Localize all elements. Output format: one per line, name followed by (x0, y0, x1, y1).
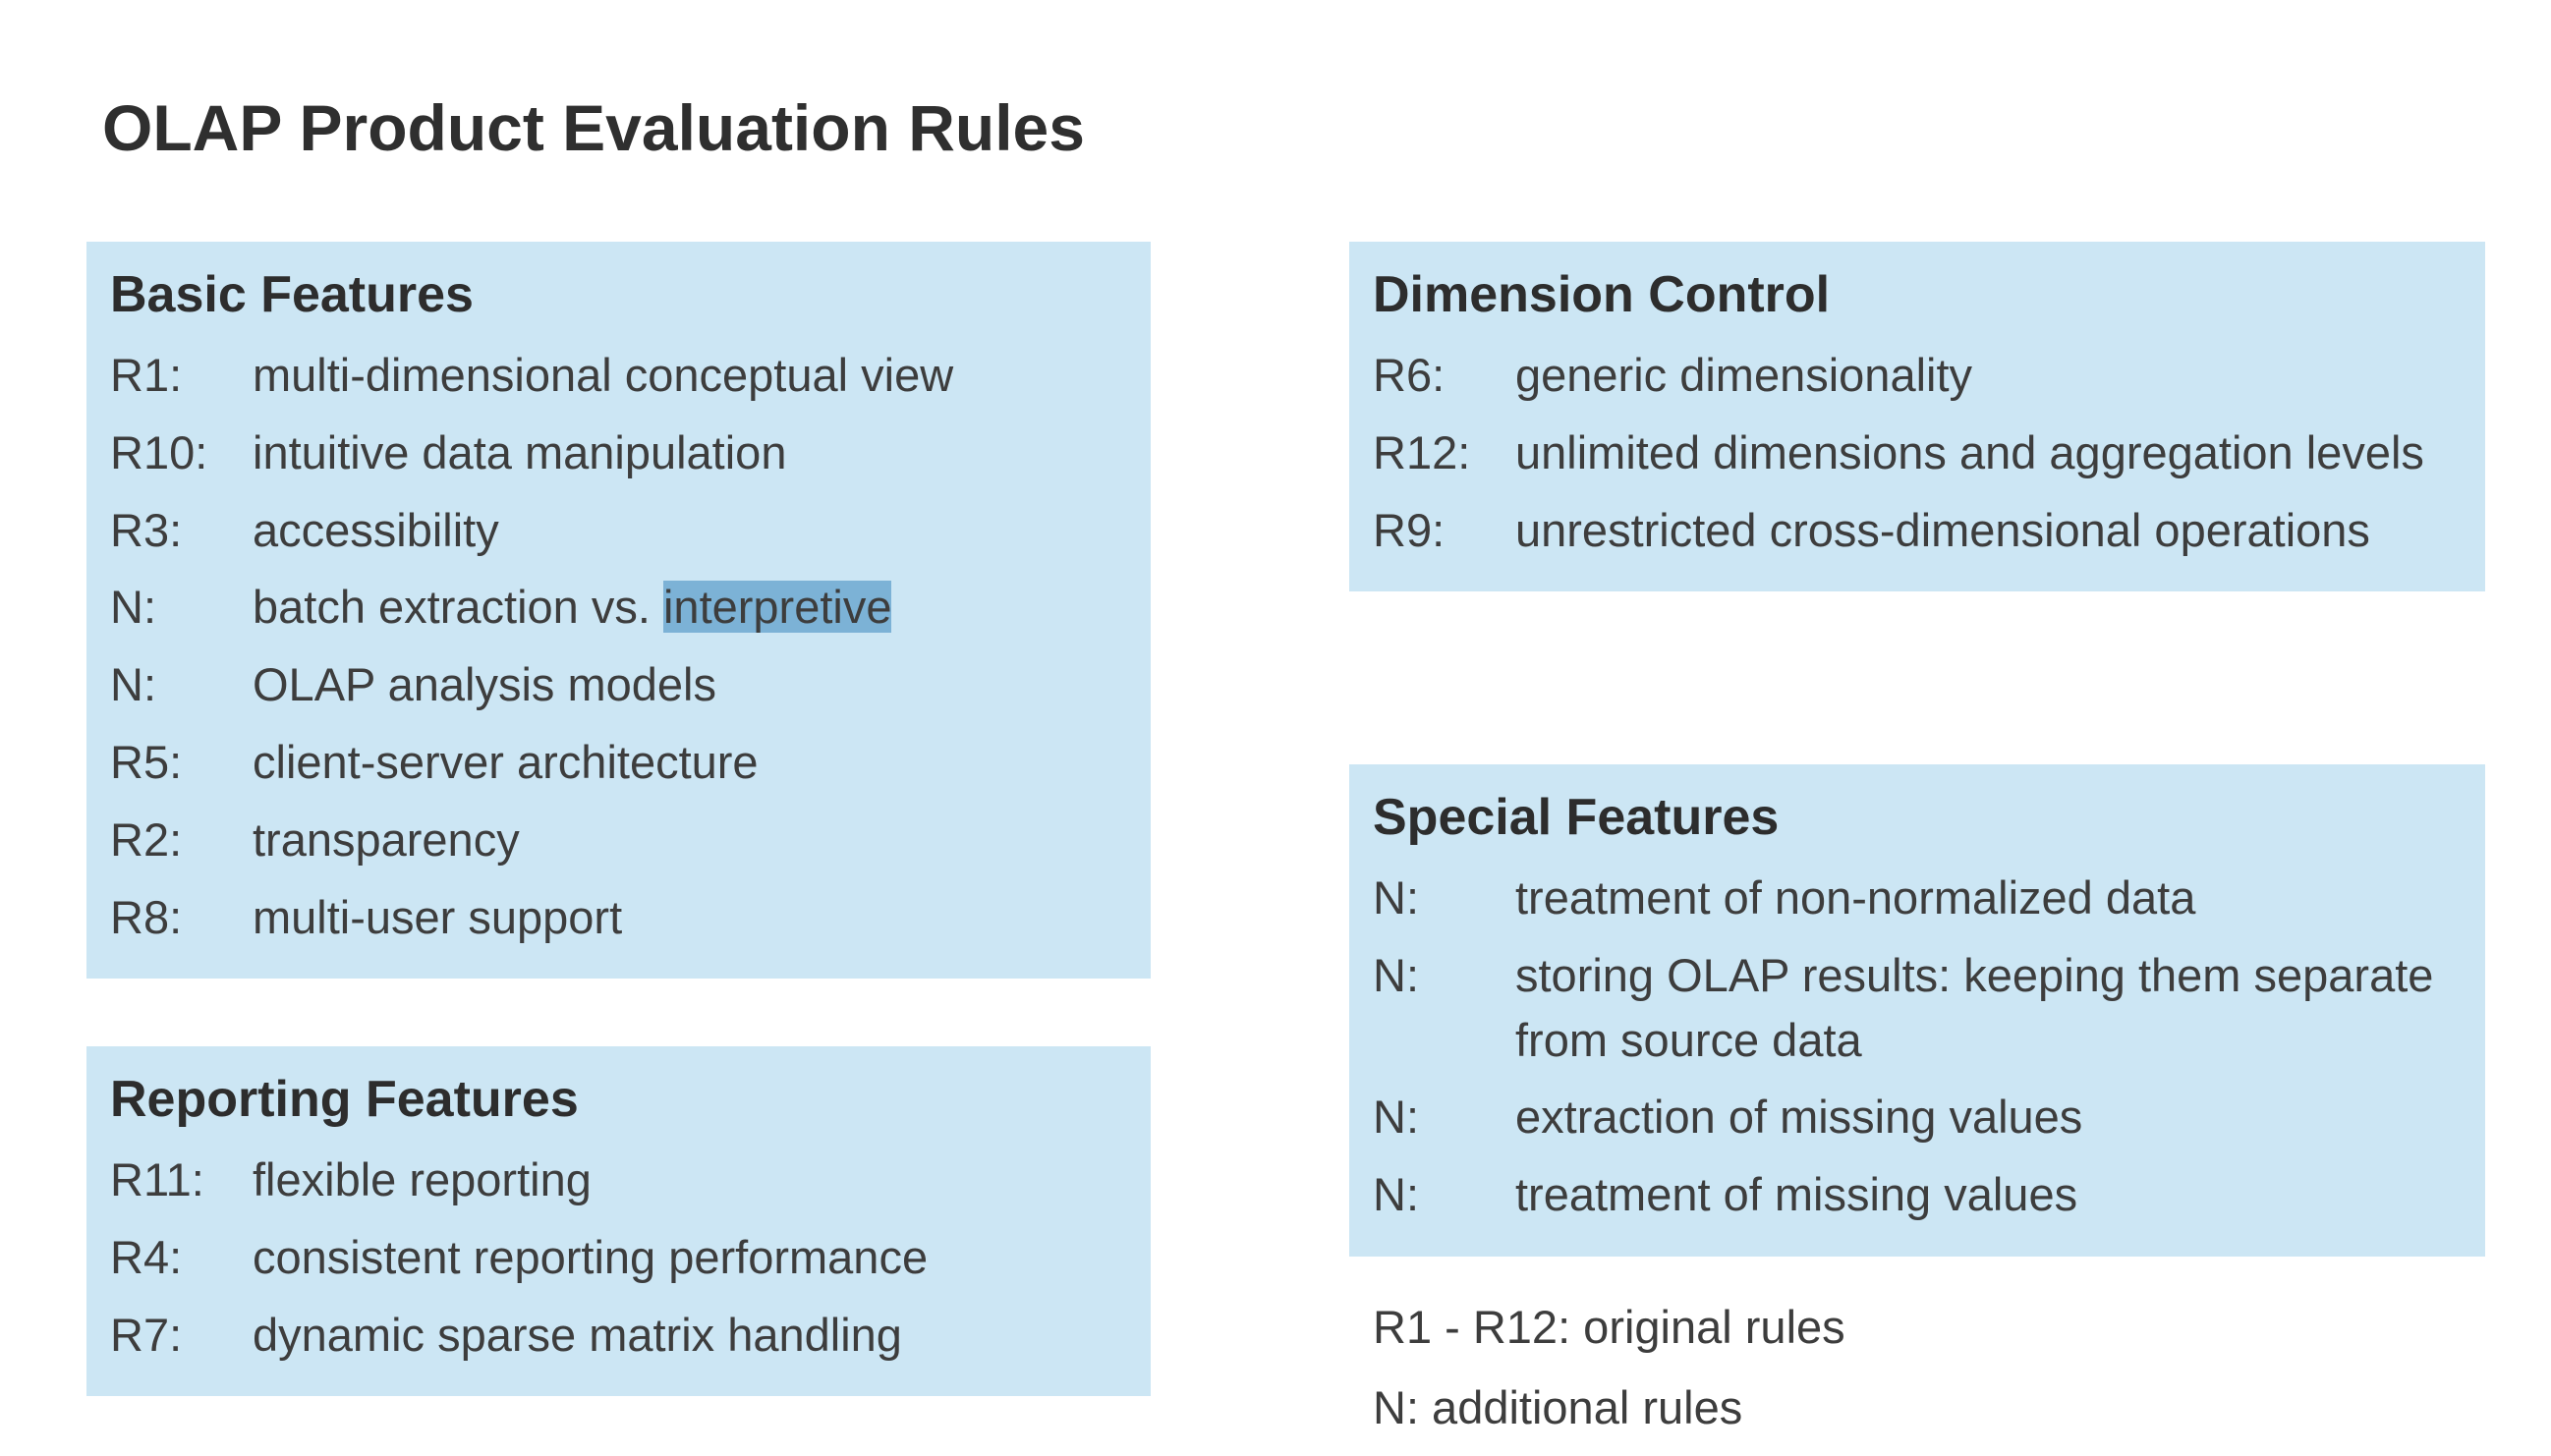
rule-row: N: batch extraction vs. interpretive (110, 575, 1127, 640)
rule-label: N: (110, 581, 156, 634)
rule-label: N: (110, 658, 156, 711)
rule-text: multi-user support (253, 890, 623, 943)
rule-row: R12: unlimited dimensions and aggregatio… (1373, 420, 2462, 485)
rule-row: N: extraction of missing values (1373, 1085, 2462, 1149)
rule-label: N: (1373, 871, 1419, 924)
rule-label: R3: (110, 503, 183, 556)
reporting-features-heading: Reporting Features (110, 1071, 579, 1128)
rule-label: R11: (110, 1153, 204, 1205)
rule-row: N: OLAP analysis models (110, 652, 1127, 717)
rule-text: client-server architecture (253, 735, 759, 788)
rule-row: R3: accessibility (110, 498, 1127, 563)
rule-row: R2: transparency (110, 808, 1127, 872)
rule-text: OLAP analysis models (253, 658, 716, 711)
rule-text: transparency (253, 812, 520, 866)
legend-additional-rules: N: additional rules (1373, 1380, 1743, 1433)
legend-original-rules: R1 - R12: original rules (1373, 1301, 1845, 1353)
rule-label: R5: (110, 735, 183, 788)
rule-text: extraction of missing values (1515, 1091, 2083, 1144)
rule-text: multi-dimensional conceptual view (253, 349, 954, 401)
rule-label: R2: (110, 812, 183, 866)
rule-row: R1: multi-dimensional conceptual view (110, 343, 1127, 408)
rule-row: N: treatment of missing values (1373, 1162, 2462, 1227)
rule-row: R7: dynamic sparse matrix handling (110, 1303, 1127, 1368)
rule-label: R6: (1373, 349, 1446, 401)
reporting-features-box: Reporting Features R11: flexible reporti… (86, 1046, 1151, 1397)
legend: R1 - R12: original rules N: additional r… (1373, 1295, 1845, 1456)
rule-text-plain: batch extraction vs. (253, 581, 663, 634)
rule-label: R9: (1373, 503, 1446, 556)
rule-label: R4: (110, 1230, 183, 1283)
rule-text: consistent reporting performance (253, 1230, 929, 1283)
basic-features-heading: Basic Features (110, 266, 474, 323)
rule-text: treatment of non-normalized data (1515, 871, 2196, 924)
rule-row: R8: multi-user support (110, 885, 1127, 950)
rule-row: N: storing OLAP results: keeping them se… (1373, 943, 2462, 1073)
rule-label: R7: (110, 1308, 183, 1361)
rule-label: N: (1373, 948, 1419, 1001)
rule-label: R12: (1373, 425, 1471, 478)
rule-label: N: (1373, 1091, 1419, 1144)
rule-text: generic dimensionality (1515, 349, 1973, 401)
rule-row: R6: generic dimensionality (1373, 343, 2462, 408)
rule-text: treatment of missing values (1515, 1168, 2078, 1221)
rule-text: unlimited dimensions and aggregation lev… (1515, 425, 2424, 478)
rule-label: R1: (110, 349, 183, 401)
special-features-heading: Special Features (1373, 789, 1780, 846)
rule-text: flexible reporting (253, 1153, 592, 1205)
special-features-box: Special Features N: treatment of non-nor… (1349, 764, 2485, 1257)
rule-row: R10: intuitive data manipulation (110, 420, 1127, 485)
rule-text: dynamic sparse matrix handling (253, 1308, 902, 1361)
rule-label: N: (1373, 1168, 1419, 1221)
dimension-control-box: Dimension Control R6: generic dimensiona… (1349, 242, 2485, 592)
rule-text: batch extraction vs. interpretive (253, 575, 1127, 640)
rule-row: R11: flexible reporting (110, 1148, 1127, 1212)
rule-text: storing OLAP results: keeping them separ… (1515, 948, 2434, 1066)
rule-label: R8: (110, 890, 183, 943)
rule-label: R10: (110, 425, 208, 478)
rule-row: R5: client-server architecture (110, 730, 1127, 795)
highlighted-word: interpretive (662, 581, 892, 634)
rule-text: accessibility (253, 503, 499, 556)
rule-row: N: treatment of non-normalized data (1373, 866, 2462, 930)
basic-features-box: Basic Features R1: multi-dimensional con… (86, 242, 1151, 980)
rule-text: unrestricted cross-dimensional operation… (1515, 503, 2370, 556)
page-title: OLAP Product Evaluation Rules (102, 91, 1085, 165)
rule-row: R9: unrestricted cross-dimensional opera… (1373, 498, 2462, 563)
dimension-control-heading: Dimension Control (1373, 266, 1831, 323)
rule-text: intuitive data manipulation (253, 425, 787, 478)
rule-row: R4: consistent reporting performance (110, 1225, 1127, 1290)
